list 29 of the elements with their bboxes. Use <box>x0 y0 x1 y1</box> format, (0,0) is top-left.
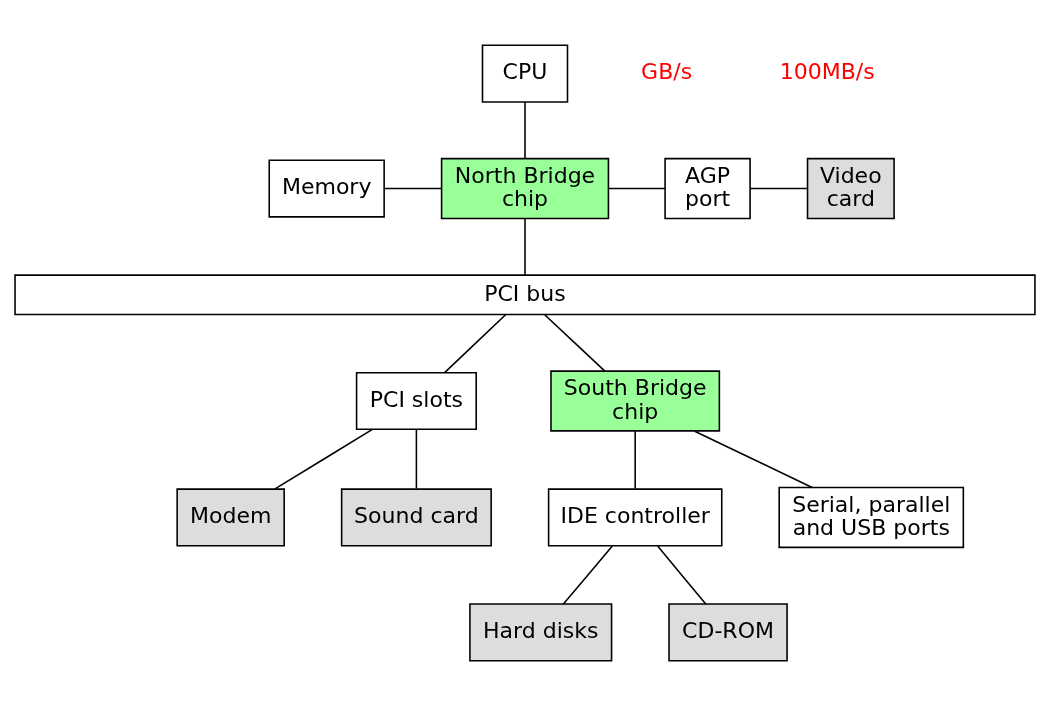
label: GB/s <box>641 58 693 84</box>
node-box: South Bridge chip <box>550 369 721 432</box>
node-box: IDE controller <box>547 487 723 547</box>
label: 100MB/s <box>779 58 875 84</box>
connector <box>443 313 507 373</box>
node-box: Video card <box>806 157 895 219</box>
connector <box>607 187 666 189</box>
connector <box>749 187 808 189</box>
connector <box>543 313 606 372</box>
node-box: Hard disks <box>469 602 613 661</box>
node-box: CD-ROM <box>668 602 788 661</box>
node-box: AGP port <box>664 157 751 219</box>
connector <box>384 187 442 189</box>
node-box: Sound card <box>340 487 492 547</box>
connector <box>524 217 526 275</box>
node-box: PCI slots <box>355 371 477 430</box>
connector <box>656 544 707 605</box>
node-box: PCI bus <box>14 273 1036 315</box>
connector <box>524 100 526 159</box>
connector <box>634 429 636 489</box>
connector <box>562 544 614 605</box>
node-box: Modem <box>176 487 285 547</box>
connector <box>415 428 418 489</box>
node-box: North Bridge chip <box>440 157 610 219</box>
node-box: CPU <box>481 44 569 103</box>
connector <box>693 429 813 488</box>
connector <box>274 428 374 490</box>
node-box: Memory <box>268 158 385 218</box>
node-box: Serial, parallel and USB ports <box>778 486 965 548</box>
